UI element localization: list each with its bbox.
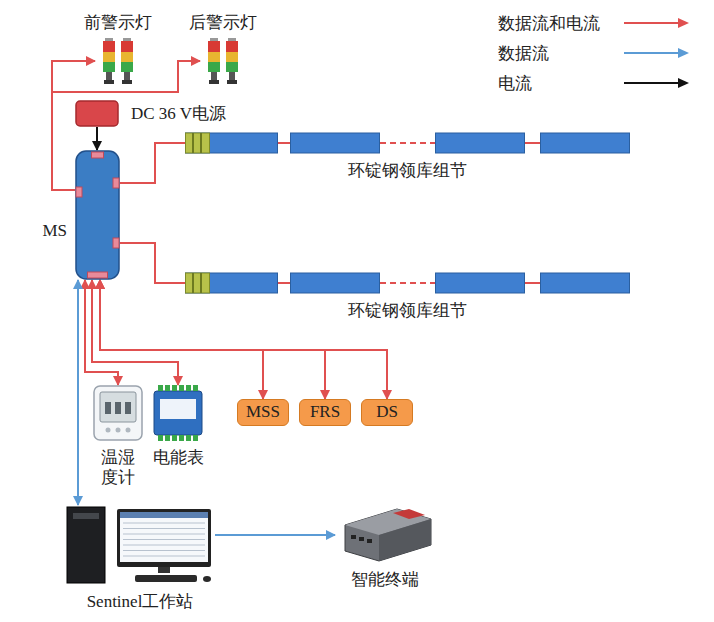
- legend-text: 数据流和电流: [498, 12, 622, 35]
- storage-row: 环锭钢领库组节: [185, 132, 630, 154]
- box-label: FRS: [310, 402, 340, 422]
- warning-lamp: 后警示灯: [200, 38, 246, 84]
- warning-lamp-icon: [200, 38, 246, 84]
- node-label: 环锭钢领库组节: [348, 161, 467, 181]
- power-supply-icon: [75, 100, 119, 127]
- module-box: FRS: [299, 399, 351, 426]
- legend-text: 数据流: [498, 42, 622, 65]
- hygrometer: 温湿 度计: [92, 385, 144, 441]
- legend: 数据流和电流数据流电流: [498, 8, 692, 98]
- legend-sample: [622, 46, 692, 60]
- hygrometer-icon: [92, 385, 144, 441]
- node-label: DC 36 V电源: [131, 103, 226, 123]
- power-supply: DC 36 V电源: [75, 100, 119, 127]
- energy-meter-icon: [152, 385, 204, 441]
- connector: [100, 280, 325, 399]
- storage-row-icon: [185, 132, 630, 154]
- node-label: 智能终端: [351, 570, 419, 590]
- storage-row-icon: [185, 272, 630, 294]
- node-label: 前警示灯: [84, 13, 152, 33]
- connector: [85, 280, 118, 385]
- smart-terminal: 智能终端: [335, 505, 435, 563]
- connector: [120, 243, 185, 283]
- legend-sample: [622, 76, 692, 90]
- connector: [120, 143, 185, 183]
- node-label: 后警示灯: [189, 13, 257, 33]
- legend-row: 电流: [498, 68, 692, 98]
- connector: [92, 280, 178, 385]
- node-label: 电能表: [153, 448, 204, 468]
- warning-lamp-icon: [95, 38, 141, 84]
- warning-lamp: 前警示灯: [95, 38, 141, 84]
- node-label: 环锭钢领库组节: [348, 301, 467, 321]
- connector: [77, 280, 79, 505]
- storage-row: 环锭钢领库组节: [185, 272, 630, 294]
- legend-sample: [622, 16, 692, 30]
- smart-terminal-icon: [335, 505, 435, 563]
- energy-meter: 电能表: [152, 385, 204, 441]
- main-station: MS: [75, 150, 120, 280]
- connector: [100, 280, 263, 399]
- module-box: DS: [361, 399, 413, 426]
- legend-row: 数据流: [498, 38, 692, 68]
- connector: [100, 280, 387, 399]
- box-label: MSS: [246, 402, 280, 422]
- connector: [96, 127, 98, 150]
- node-label: Sentinel工作站: [87, 592, 194, 612]
- workstation: Sentinel工作站: [65, 505, 215, 585]
- main-station-icon: [75, 150, 120, 280]
- connector: [52, 61, 200, 190]
- node-label: 温湿 度计: [98, 448, 137, 489]
- connector: [215, 534, 335, 536]
- node-label: MS: [42, 220, 67, 240]
- legend-row: 数据流和电流: [498, 8, 692, 38]
- box-label: DS: [376, 402, 398, 422]
- legend-text: 电流: [498, 72, 622, 95]
- module-box: MSS: [237, 399, 289, 426]
- workstation-icon: [65, 505, 215, 585]
